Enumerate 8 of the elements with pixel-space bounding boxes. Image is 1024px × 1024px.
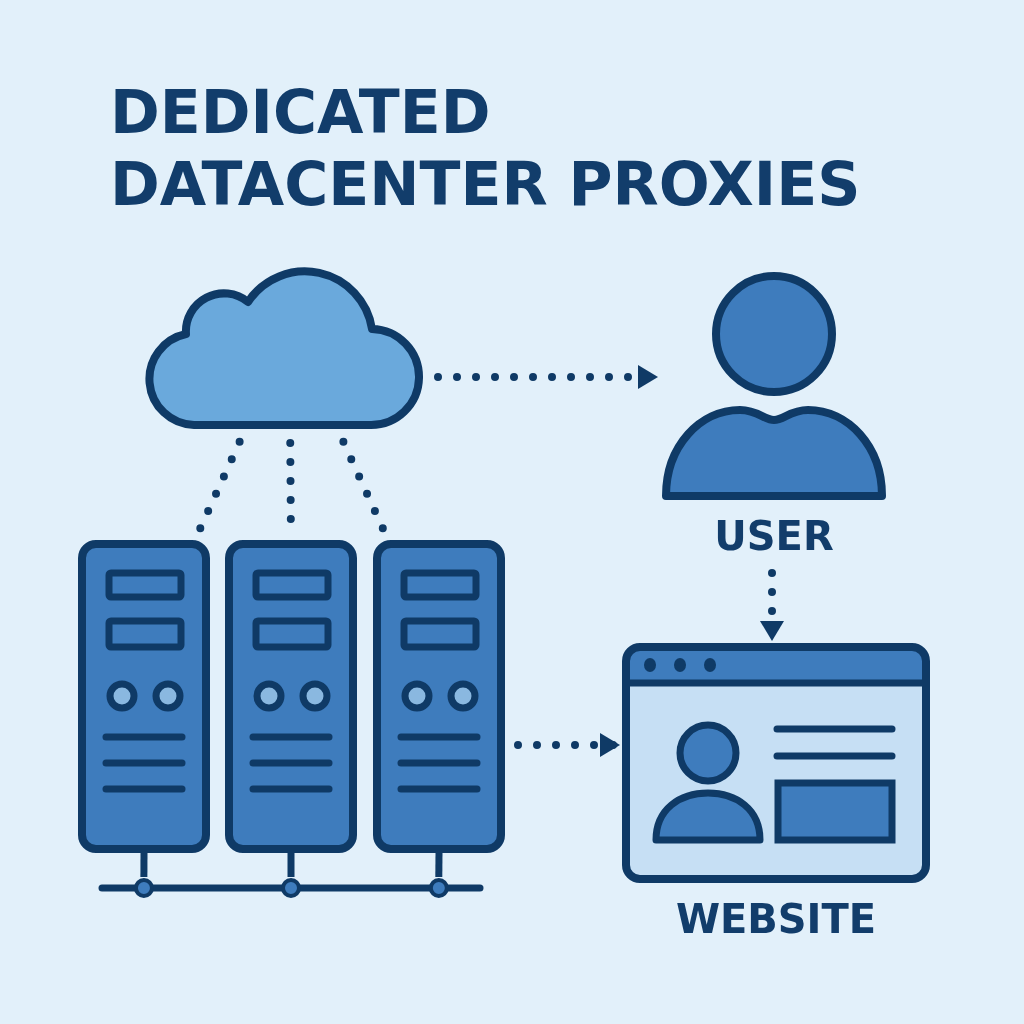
server-rack [78,540,210,853]
node-label: USER [714,512,834,560]
server-rack [373,540,505,853]
server-rack [225,540,357,853]
node-label: WEBSITE [675,895,877,943]
title: DEDICATED DATACENTER PROXIES [110,76,862,220]
connector-line [435,852,443,878]
network-bus [98,877,484,899]
